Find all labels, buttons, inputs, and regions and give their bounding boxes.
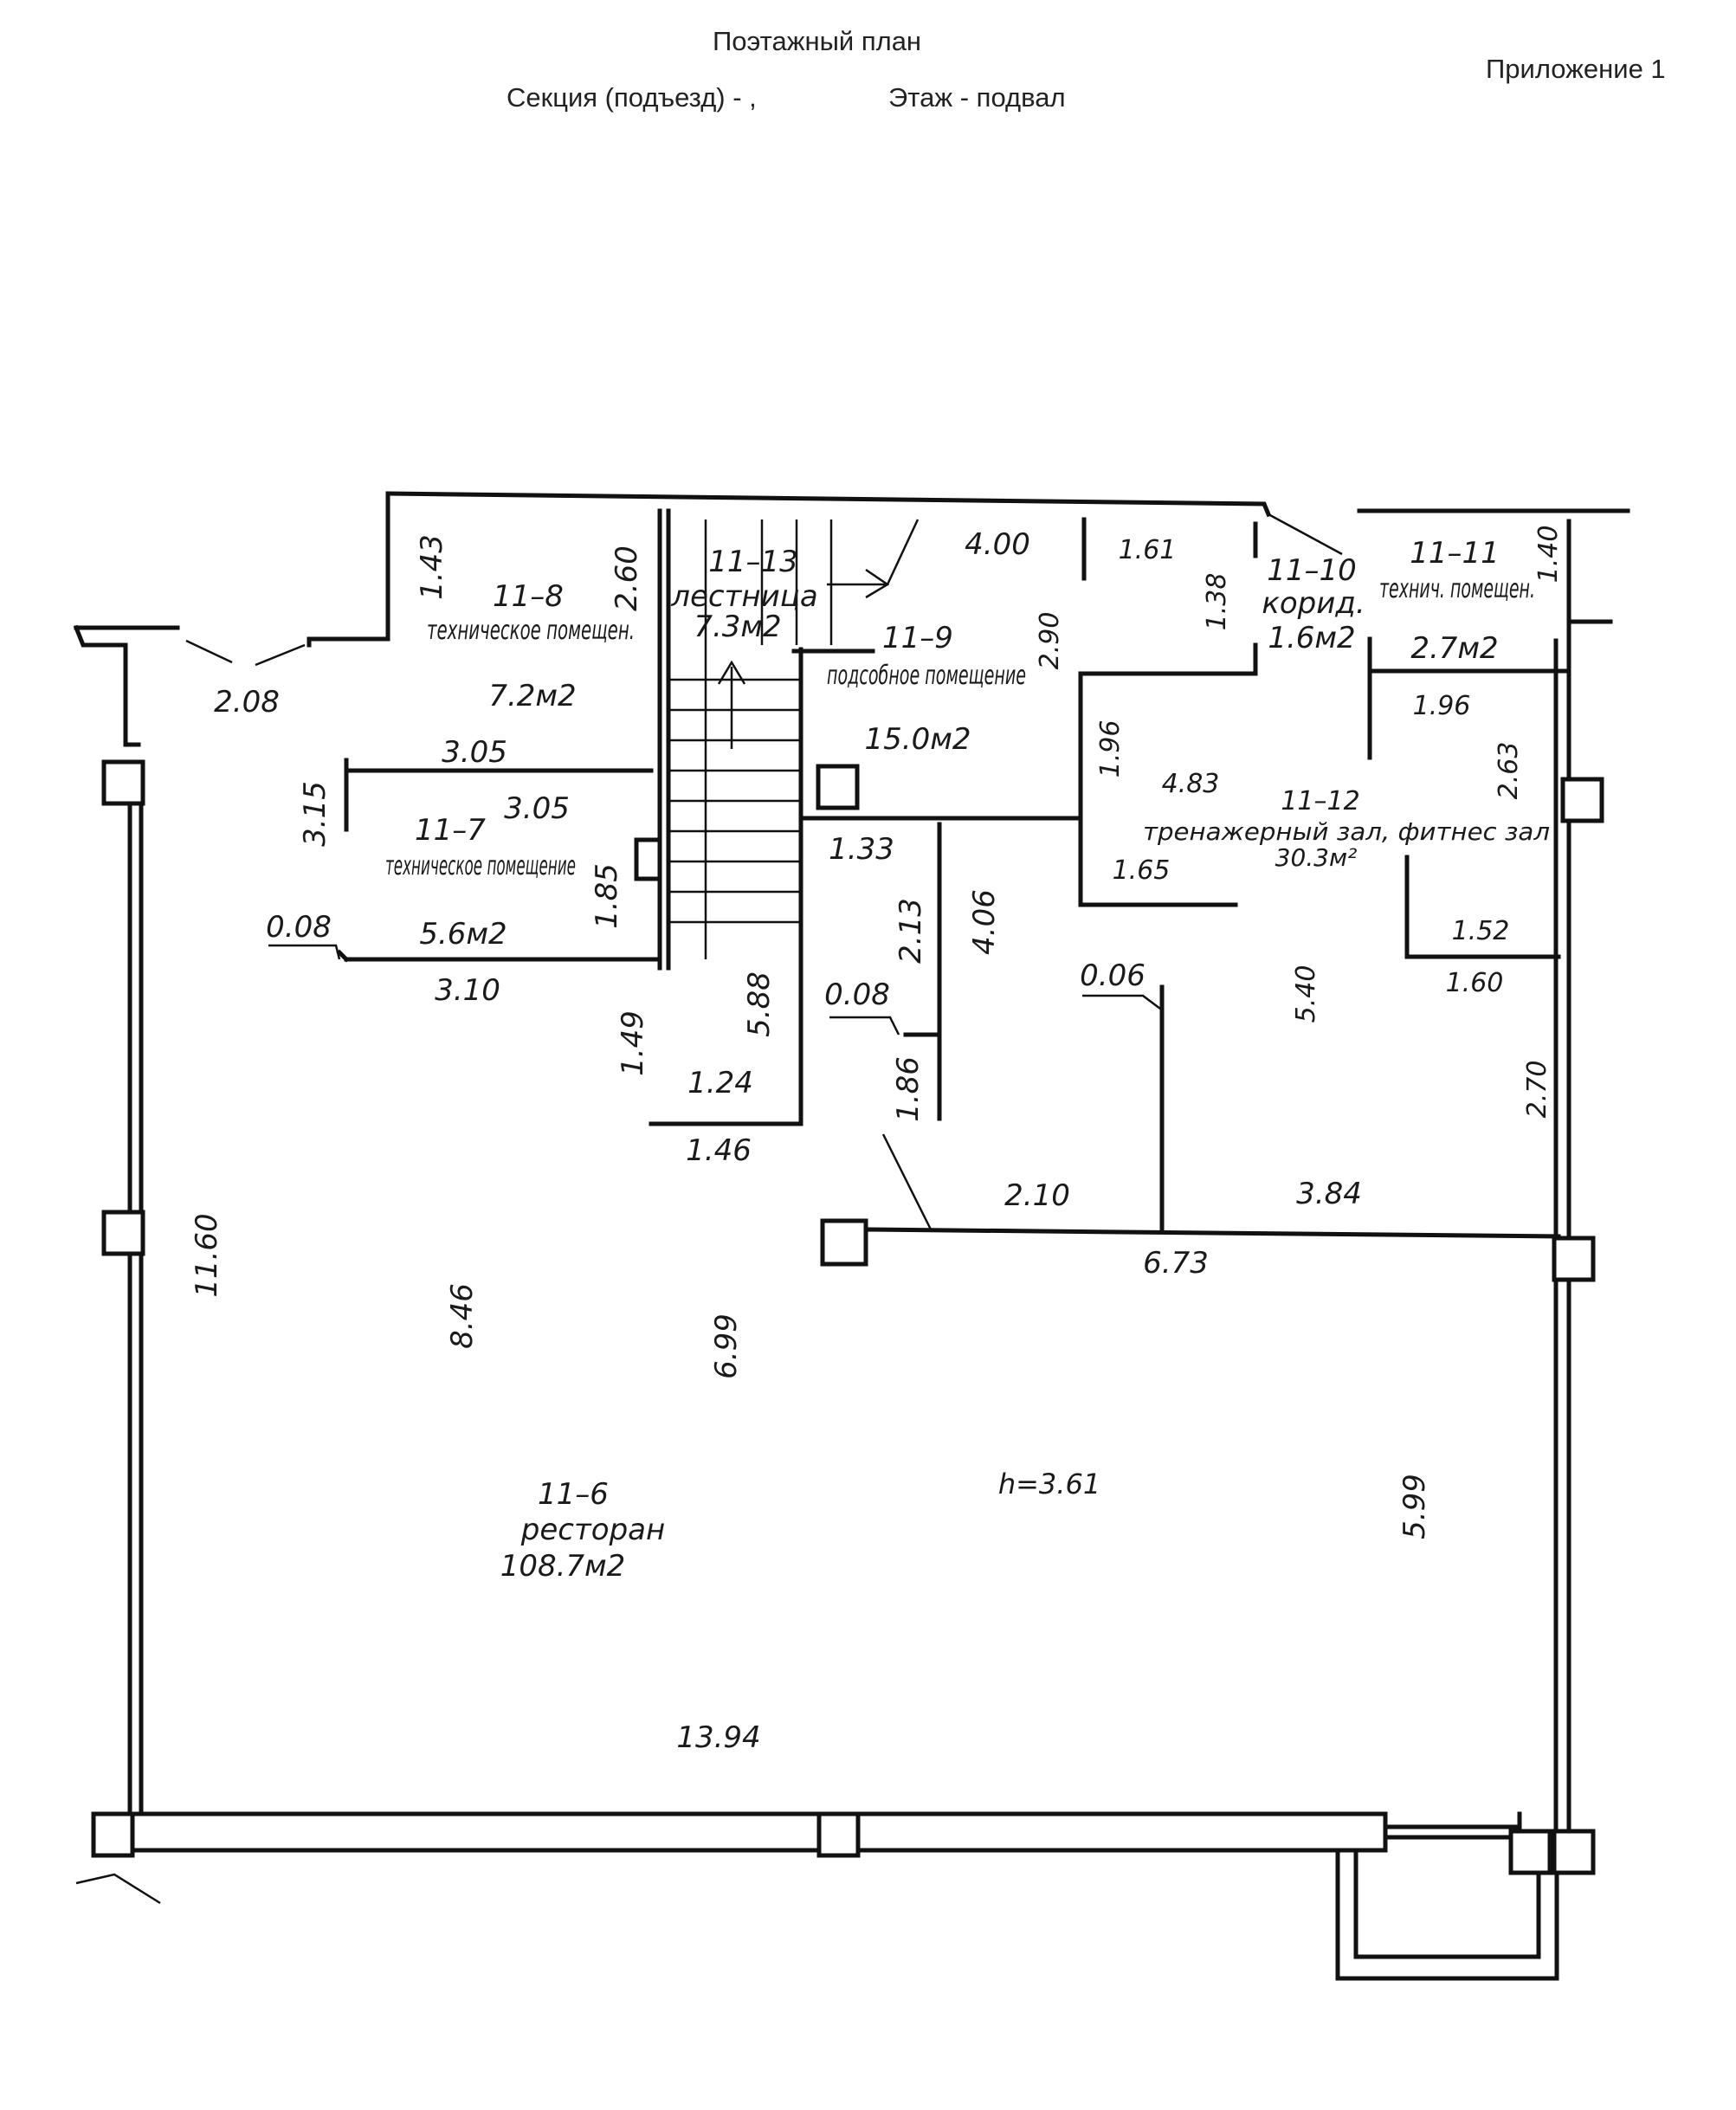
room-number: 11–7 [415,813,486,848]
dimension-label: 6.99 [709,1313,744,1379]
room-labels: 11–6 ресторан 108.7м2 11–7 техническое п… [385,536,1550,1584]
column [820,1218,868,1267]
room-number: 11–10 [1267,553,1357,588]
column [816,764,860,810]
room-number: 11–11 [1410,536,1500,571]
room-number: 11–8 [493,579,564,614]
column [1560,777,1604,823]
dimension-label: 8.46 [445,1283,480,1349]
dimension-label: 1.24 [687,1066,753,1100]
column [816,1811,861,1858]
dimension-label: 1.38 [1202,573,1232,631]
plan-title: Поэтажный план [713,26,922,56]
room-name: корид. [1262,586,1365,621]
dimension-label: 1.46 [686,1133,752,1168]
dimension-label: 0.06 [1080,958,1146,993]
room-name: технич. помещен. [1379,574,1535,604]
room-area: 15.0м2 [865,722,971,757]
column [1508,1829,1552,1875]
dimension-label: 2.70 [1522,1061,1552,1119]
dimension-label: 2.90 [1035,612,1065,670]
dimension-label: 2.63 [1494,742,1524,800]
dimension-label: 1.33 [829,832,894,867]
dimension-label: 2.60 [610,545,644,611]
room-number: 11–9 [882,621,953,655]
dimension-label: 1.40 [1533,526,1564,584]
walls [73,491,1630,1981]
dimension-label: 3.84 [1296,1177,1362,1211]
dimension-label: 1.61 [1119,535,1177,565]
dimension-label: 2.10 [1004,1178,1070,1213]
dimension-label: 4.83 [1162,769,1220,799]
dimension-label: 5.40 [1291,965,1321,1023]
dimension-label: 5.99 [1397,1474,1432,1539]
room-area: 1.6м2 [1268,621,1355,655]
room-name: техническое помещение [385,851,576,881]
dimension-label: 1.96 [1095,720,1126,778]
column [101,759,145,806]
dimension-label: 0.08 [266,910,332,945]
room-number: 11–13 [708,545,798,579]
room-name: тренажерный зал, фитнес зал [1143,817,1550,846]
dimension-label: 1.49 [616,1010,650,1076]
room-name: лестница [670,579,817,614]
dimension-label: 2.13 [894,898,928,964]
room-area: 5.6м2 [419,917,507,952]
room-area: 7.2м2 [488,679,576,713]
column [1552,1236,1596,1282]
dimension-label: 6.73 [1143,1246,1209,1281]
dimension-label: 1.96 [1413,691,1471,721]
dimension-label: 4.00 [965,527,1030,562]
room-name: ресторан [520,1513,665,1547]
floor-label: Этаж - подвал [888,82,1066,113]
dimension-label: 1.52 [1452,916,1510,946]
dimension-label: 1.85 [590,863,624,929]
columns [91,759,1604,1875]
appendix-label: Приложение 1 [1486,54,1666,84]
section-label: Секция (подъезд) - , [507,82,757,113]
room-number: 11–6 [538,1477,609,1512]
room-area: 2.7м2 [1410,631,1498,666]
dimension-labels: 1.43 2.60 2.08 3.05 3.05 3.15 1.85 0.08 … [190,526,1564,1755]
dimension-label: 3.05 [504,791,570,826]
room-number: 11–12 [1281,786,1359,816]
dimension-label: 11.60 [190,1213,224,1297]
column [101,1210,145,1256]
room-name: подсобное помещение [827,661,1026,691]
room-area: 30.3м² [1275,843,1358,872]
dimension-label: 0.08 [824,978,890,1012]
dimension-label: 3.10 [435,973,500,1008]
dimension-label: 3.05 [442,735,507,770]
dimension-label: 4.06 [967,889,1002,955]
dimension-label: 5.88 [742,971,777,1037]
dimension-label: 1.65 [1113,855,1171,886]
room-name: техническое помещен. [427,616,635,646]
column [1552,1829,1596,1875]
room-area: 7.3м2 [694,610,781,644]
dimension-label: 2.08 [214,685,280,719]
ceiling-height: h=3.61 [998,1468,1100,1500]
dimension-label: 1.86 [891,1056,926,1122]
dimension-label: 1.43 [415,534,449,600]
dimension-label: 3.15 [298,781,332,847]
dimension-label: 13.94 [676,1720,760,1755]
column [91,1811,135,1858]
dimension-label: 1.60 [1446,968,1504,998]
room-area: 108.7м2 [500,1549,626,1584]
